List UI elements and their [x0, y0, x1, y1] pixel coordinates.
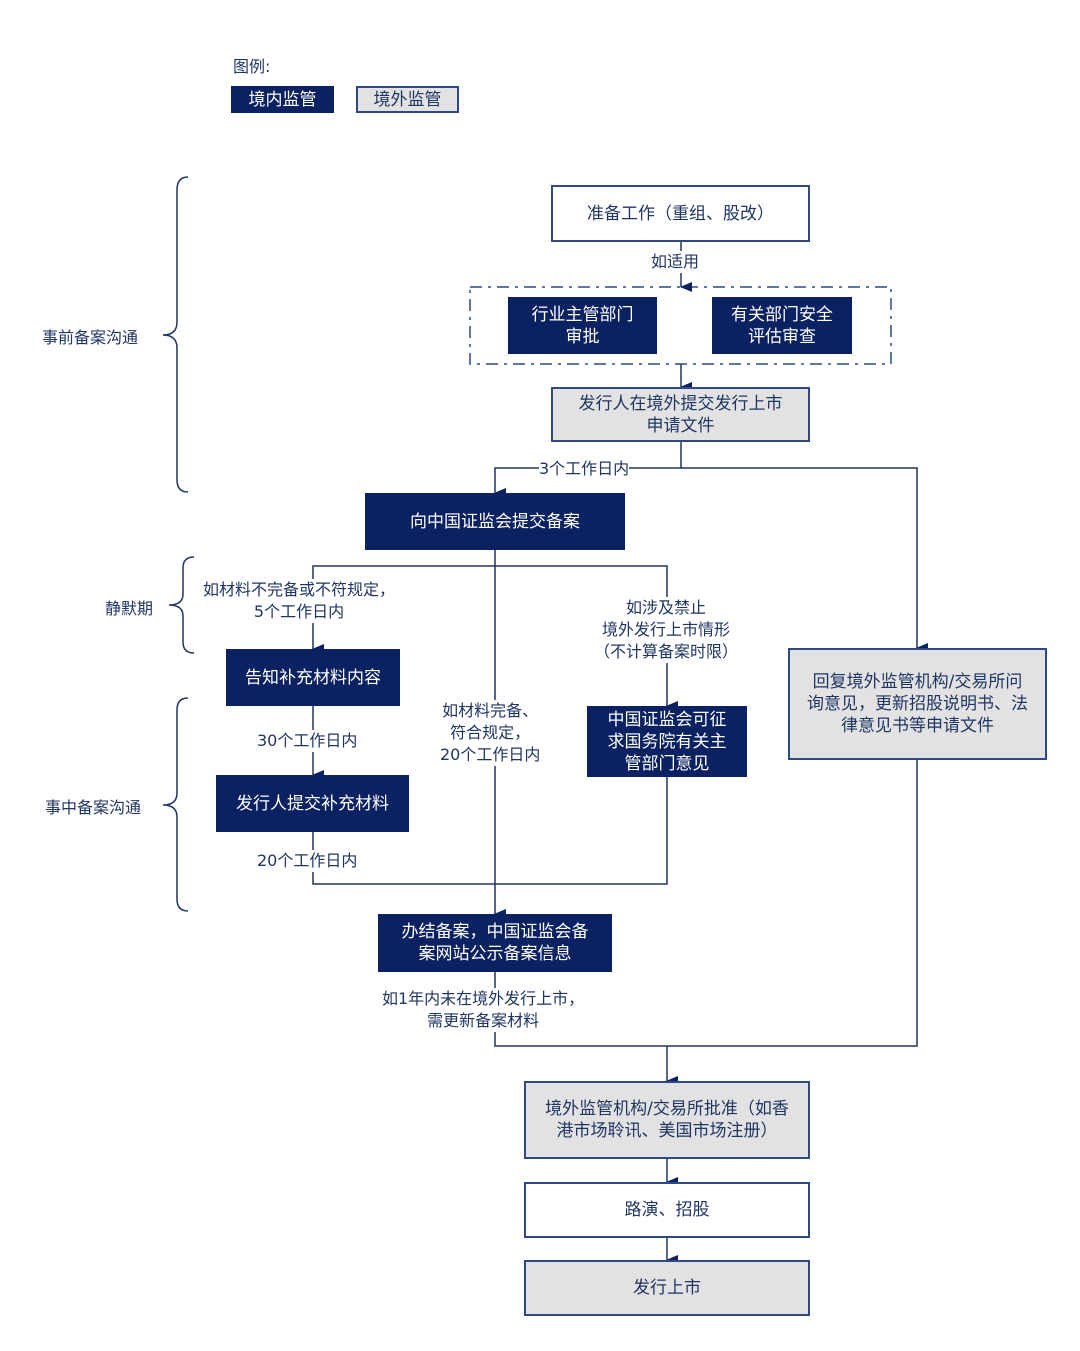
box-listing: 发行上市 — [524, 1260, 810, 1316]
brace-pre — [162, 176, 189, 493]
label-three-days: 3个工作日内 — [539, 458, 630, 480]
box-roadshow: 路演、招股 — [524, 1182, 810, 1238]
phase-mid: 事中备案沟通 — [45, 798, 142, 817]
box-complete: 办结备案，中国证监会备 案网站公示备案信息 — [378, 914, 612, 972]
box-approval: 境外监管机构/交易所批准（如香 港市场聆讯、美国市场注册） — [524, 1081, 810, 1159]
box-submit-abroad: 发行人在境外提交发行上市 申请文件 — [551, 387, 810, 442]
brace-mid — [162, 697, 189, 912]
box-industry: 行业主管部门 审批 — [508, 297, 657, 354]
phase-silent: 静默期 — [105, 599, 154, 618]
legend-domestic: 境内监管 — [231, 86, 334, 113]
label-twenty-days: 20个工作日内 — [257, 850, 358, 872]
legend-title: 图例: — [233, 57, 271, 76]
box-prep: 准备工作（重组、股改） — [551, 185, 810, 242]
label-complete-cond: 如材料完备、 符合规定， 20个工作日内 — [440, 700, 541, 766]
label-thirty-days: 30个工作日内 — [257, 730, 358, 752]
label-prohibited: 如涉及禁止 境外发行上市情形 （不计算备案时限） — [594, 597, 739, 663]
box-reply: 回复境外监管机构/交易所问 询意见，更新招股说明书、法 律意见书等申请文件 — [788, 648, 1047, 760]
box-csrc-request: 中国证监会可征 求国务院有关主 管部门意见 — [587, 706, 747, 777]
box-file-csrc: 向中国证监会提交备案 — [365, 493, 625, 550]
box-security: 有关部门安全 评估审查 — [712, 297, 852, 354]
phase-pre: 事前备案沟通 — [42, 328, 139, 347]
legend-overseas: 境外监管 — [356, 86, 459, 113]
label-one-year: 如1年内未在境外发行上市， 需更新备案材料 — [382, 988, 585, 1032]
box-notify: 告知补充材料内容 — [226, 649, 400, 706]
label-if-applicable: 如适用 — [651, 251, 700, 273]
box-supplement: 发行人提交补充材料 — [216, 775, 409, 832]
brace-silent — [168, 556, 195, 654]
label-incomplete: 如材料不完备或不符规定， 5个工作日内 — [203, 579, 396, 623]
